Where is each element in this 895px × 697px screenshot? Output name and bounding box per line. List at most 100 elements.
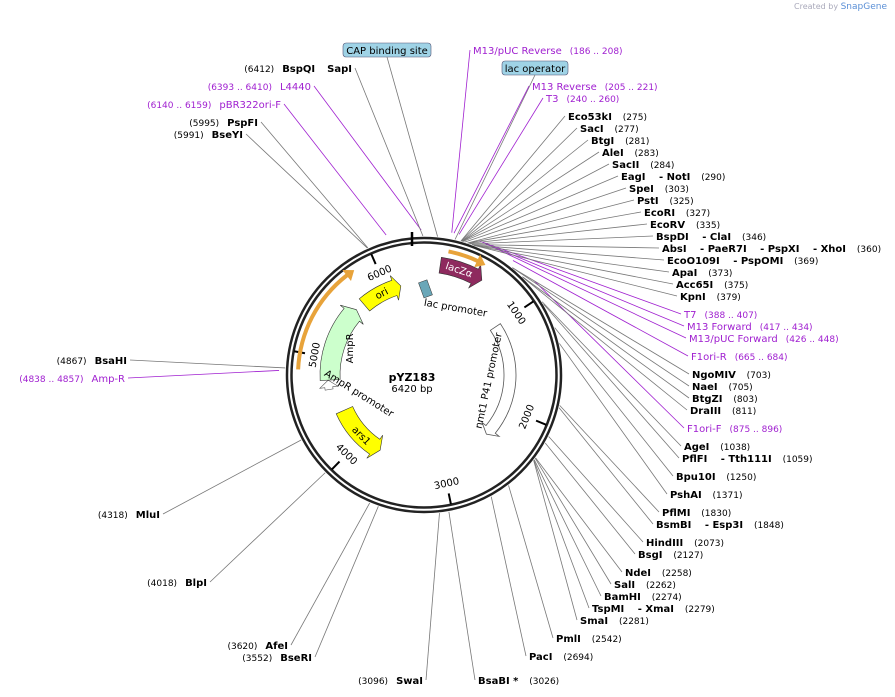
boxed-label-text: lac operator: [505, 64, 566, 75]
enzyme-label: AleI (283): [602, 148, 659, 159]
primer-range: (205 .. 221): [605, 83, 658, 93]
enzyme-label: BtgI (281): [591, 136, 649, 147]
enzyme-position: (2073): [691, 539, 724, 549]
enzyme-position: (1059): [780, 455, 813, 465]
scale-tick: [370, 253, 377, 265]
enzyme-name: BseRI: [280, 653, 312, 664]
ampr-feature-label: AmpR: [345, 333, 356, 363]
enzyme-name: - PspOMI: [730, 256, 784, 267]
enzyme-name: PspFI: [227, 118, 258, 129]
leader-line: [490, 496, 527, 657]
enzyme-name: PacI: [529, 652, 552, 663]
enzyme-label: (5995) PspFI: [189, 118, 258, 129]
leader-line: [454, 74, 536, 240]
leader-line: [508, 485, 554, 639]
enzyme-name: PflFI: [682, 454, 707, 465]
leader-line: [535, 457, 623, 573]
enzyme-position: (5995): [189, 119, 219, 129]
boxed-feature-label: CAP binding site: [342, 42, 432, 58]
primer-range: (426 .. 448): [786, 335, 839, 345]
enzyme-label: AgeI (1038): [684, 442, 750, 453]
enzyme-label: AbsI - PaeR7I - PspXI - XhoI (360): [662, 244, 881, 255]
enzyme-name: BlpI: [185, 578, 207, 589]
enzyme-position: (1038): [717, 443, 750, 453]
enzyme-label: ApaI (373): [672, 268, 732, 279]
enzyme-name: BseYI: [212, 130, 243, 141]
leader-line: [313, 85, 422, 231]
leader-line: [470, 235, 654, 245]
enzyme-name: - PaeR7I: [697, 244, 747, 255]
enzyme-position: (1848): [751, 521, 784, 531]
primer-range: (240 .. 260): [566, 95, 619, 105]
primer-name: pBR322ori-F: [219, 100, 281, 111]
enzyme-position: (360): [854, 245, 881, 255]
ars1-feature-arrow: [335, 406, 383, 459]
enzyme-name: TspMI: [592, 604, 624, 615]
primer-label: F1ori-R(665 .. 684): [691, 352, 788, 363]
primer-name: T3: [545, 94, 558, 105]
enzyme-position: (4318): [98, 511, 128, 521]
enzyme-position: (6412): [244, 65, 274, 75]
enzyme-name: SpeI: [629, 184, 654, 195]
enzyme-name: EagI: [621, 172, 645, 183]
enzyme-position: (2258): [659, 569, 692, 579]
leader-line: [209, 472, 326, 583]
enzyme-position: (2262): [643, 581, 676, 591]
enzyme-position: (373): [705, 269, 732, 279]
leader-line: [534, 280, 685, 429]
leader-line: [314, 506, 379, 658]
leader-line: [129, 359, 286, 369]
ampr-promoter-arrow: [319, 379, 339, 391]
leader-line: [467, 199, 635, 244]
enzyme-label: NaeI (705): [692, 382, 753, 393]
lacza-feature-arrow: [438, 256, 483, 289]
ampr-feature-arrow: [319, 304, 364, 381]
plasmid-name: pYZ183: [389, 371, 436, 384]
enzyme-position: (346): [739, 233, 766, 243]
enzyme-position: (3552): [242, 654, 272, 664]
scale-tick: [331, 460, 341, 471]
enzyme-name: SacI: [580, 124, 604, 135]
boxed-label-text: CAP binding site: [346, 46, 428, 57]
nmt1-promoter-arrow: [481, 323, 517, 438]
primer-name: F1ori-F: [687, 424, 722, 435]
enzyme-name: BamHI: [604, 592, 641, 603]
primer-name: T7: [683, 310, 696, 321]
enzyme-name: PstI: [637, 196, 659, 207]
enzyme-position: (4018): [147, 579, 177, 589]
leader-line: [559, 343, 668, 495]
enzyme-position: (335): [693, 221, 720, 231]
enzyme-name: - Tth111I: [717, 454, 771, 465]
leader-line: [283, 103, 387, 236]
enzyme-position: (5991): [174, 131, 204, 141]
enzyme-position: (803): [731, 395, 758, 405]
leader-line: [533, 460, 590, 609]
leader-line: [541, 301, 682, 447]
enzyme-name: SwaI: [396, 676, 423, 687]
enzyme-position: (290): [698, 173, 725, 183]
leader-line: [543, 303, 680, 459]
primer-name: M13 Forward: [687, 322, 752, 333]
ori-feature-label: ori: [374, 286, 391, 302]
leader-line: [483, 242, 687, 339]
enzyme-label: SmaI (2281): [580, 616, 649, 627]
enzyme-position: (277): [612, 125, 639, 135]
leader-line: [473, 244, 665, 261]
enzyme-label: NdeI (2258): [625, 568, 692, 579]
enzyme-position: (703): [744, 371, 771, 381]
leader-line: [559, 405, 660, 513]
enzyme-position: (379): [714, 293, 741, 303]
credit-prefix: Created by: [794, 2, 839, 11]
enzyme-name: NgoMIV: [692, 370, 736, 381]
snapgene-logo: SnapGene: [840, 2, 887, 12]
enzyme-label: BsgI (2127): [638, 550, 703, 561]
scale-tick: [523, 300, 535, 309]
leader-line: [425, 513, 440, 681]
leader-line: [245, 133, 368, 249]
primer-label: (6140 .. 6159)pBR322ori-F: [147, 100, 281, 111]
enzyme-label: DraIII (811): [690, 406, 756, 417]
enzyme-name: MluI: [136, 510, 160, 521]
scale-tick-label: 1000: [504, 300, 527, 327]
enzyme-label: (3552) BseRI: [242, 653, 312, 664]
